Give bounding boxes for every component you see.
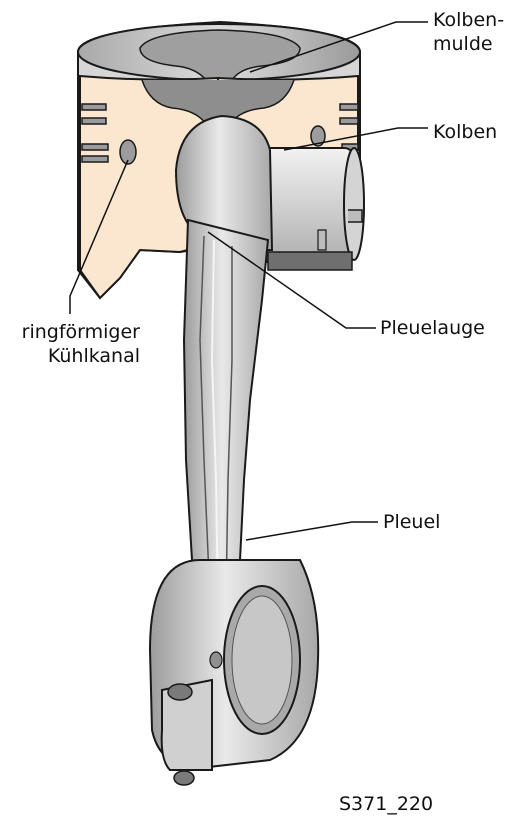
figure-id: S371_220	[339, 792, 433, 816]
label-kuehlkanal-line2: Kühlkanal	[22, 344, 140, 368]
label-kuehlkanal: ringförmiger Kühlkanal	[22, 320, 140, 368]
label-kuehlkanal-line1: ringförmiger	[22, 320, 140, 344]
rod-bolt-head	[168, 684, 192, 700]
rod-bolt-head-lower	[174, 771, 194, 785]
label-kolbenmulde-line1: Kolben-	[433, 8, 504, 32]
rod-bolt-side	[210, 652, 222, 668]
label-kolbenmulde: Kolben- mulde	[433, 8, 504, 56]
leader-pleuel	[246, 522, 378, 540]
label-pleuelauge: Pleuelauge	[380, 316, 485, 340]
piston-pin	[258, 148, 364, 270]
label-kolben: Kolben	[433, 120, 497, 144]
label-kolbenmulde-line2: mulde	[433, 32, 504, 56]
label-pleuel: Pleuel	[383, 510, 440, 534]
